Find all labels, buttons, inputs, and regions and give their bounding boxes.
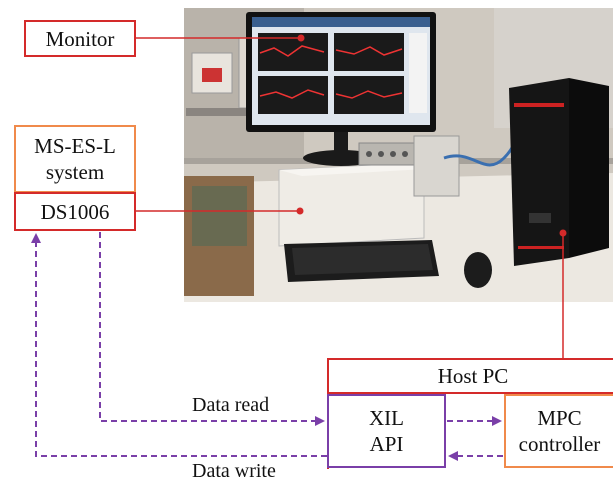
ms-es-l-system-text: MS-ES-L system (34, 134, 116, 184)
xil-api-box: XIL API (327, 394, 446, 468)
ds1006-text: DS1006 (40, 199, 110, 224)
data-write-label: Data write (192, 460, 276, 482)
lab-setup-photo (184, 8, 613, 302)
data-read-label: Data read (192, 394, 270, 416)
ds1006-box: DS1006 (14, 192, 136, 231)
monitor-label: Monitor (24, 20, 136, 57)
host-pc-text: Host PC (437, 364, 509, 388)
mpc-controller-text: MPC controller (518, 406, 601, 456)
xil-api-text: XIL API (369, 406, 404, 456)
ms-es-l-system-box: MS-ES-L system (14, 125, 136, 193)
host-pc-box: Host PC (327, 358, 613, 394)
monitor-text: Monitor (45, 26, 115, 51)
mpc-controller-box: MPC controller (504, 394, 613, 468)
